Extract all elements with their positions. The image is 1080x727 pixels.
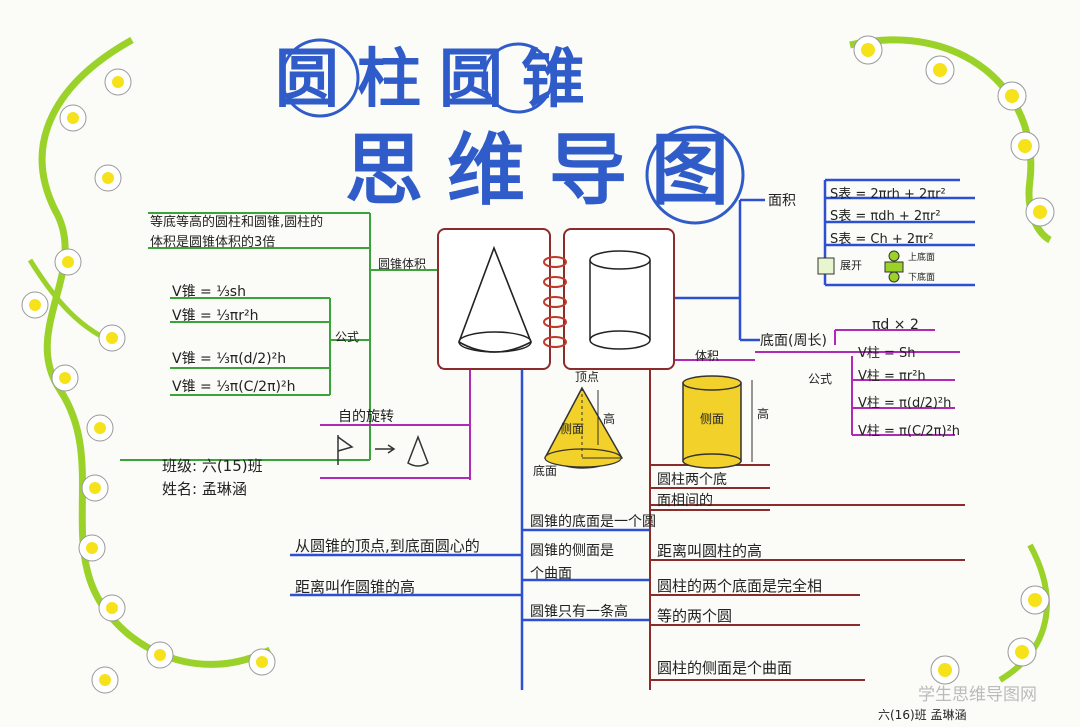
brown-branches [649,365,965,690]
cone-fact-lateral-line2: 个曲面 [530,566,572,582]
cyl-fact-bases-line2: 等的两个圆 [657,607,733,625]
cyl-fact-lateral: 圆柱的侧面是个曲面 [657,659,793,677]
unfold-label: 展开 [840,259,862,272]
title-circle-1 [280,38,360,118]
cone-box [437,228,551,370]
cyl-formula-4: V柱 = π(C/2π)²h [858,424,961,439]
base-perimeter-branch: 底面(周长) [760,333,827,349]
title-circle-3 [645,125,745,225]
page-title-line2: 思维导图 [345,126,754,216]
cone-formula-3: V锥 = ⅓π(d/2)²h [172,351,287,367]
cone-fact-lateral-line1: 圆锥的侧面是 [530,543,614,559]
binder-rings-icon [543,256,567,348]
title-circle-2 [482,42,554,114]
cyl-formula-branch: 公式 [808,372,833,386]
cone-formula-1: V锥 = ⅓sh [172,284,246,300]
cyl-fact-bases-line1: 圆柱的两个底面是完全相 [657,577,823,595]
relation-note-line2: 体积是圆锥体积的3倍 [150,235,276,250]
perimeter-formula: πd × 2 [872,317,919,333]
cone-formula-2: V锥 = ⅓πr²h [172,308,259,324]
unfold-diagram-icon [817,250,904,283]
cyl-fact-height-line1: 圆柱两个底 [657,472,727,488]
cone-formula-branch: 公式 [335,330,360,344]
area-formula-2: S表 = πdh + 2πr² [830,209,941,224]
green-branches [120,212,437,461]
rotation-diagram [337,434,429,467]
cone-volume-branch: 圆锥体积 [378,257,427,271]
cylinder-diagram-icon [682,375,753,469]
cyl-formula-3: V柱 = π(d/2)²h [858,396,952,411]
cyl-formula-2: V柱 = πr²h [858,369,926,384]
page-title-line1: 圆柱圆锥 [275,43,603,117]
cyl-formula-1: V柱 = Sh [858,346,916,361]
cone-icon [458,245,533,353]
area-formula-3: S表 = Ch + 2πr² [830,232,934,247]
cone-height-def-line2: 距离叫作圆锥的高 [295,578,416,596]
cone-lateral-label: 侧面 [560,422,585,436]
cone-fact-height: 圆锥只有一条高 [530,604,628,620]
watermark: 学生思维导图网 [918,685,1037,705]
cone-height-def-line1: 从圆锥的顶点,到底面圆心的 [295,537,480,555]
area-formula-1: S表 = 2πrh + 2πr² [830,187,946,202]
signature: 六(16)班 孟琳涵 [878,708,967,722]
volume-branch: 体积 [695,349,720,363]
flower-icons-right [853,35,1055,685]
cyl-fact-height-line3: 距离叫圆柱的高 [657,542,763,560]
cyl-lateral-label: 侧面 [700,412,725,426]
area-branch: 面积 [768,193,796,209]
unfold-bottom-label: 下底面 [908,273,936,283]
unfold-top-label: 上底面 [908,253,936,263]
cone-formula-4: V锥 = ⅓π(C/2π)²h [172,379,296,395]
cone-apex-label: 顶点 [575,370,600,384]
right-vine-bottom [998,543,1050,683]
cyl-height-label: 高 [757,407,770,421]
cone-height-label: 高 [603,412,616,426]
cone-base-label: 底面 [533,464,558,478]
cone-diagram-icon [543,386,624,469]
flower-icons-left [21,68,276,694]
blue-branches [290,178,975,690]
cone-fact-base: 圆锥的底面是一个圆 [530,514,656,530]
class-label: 班级: 六(15)班 [162,457,263,475]
cylinder-box [563,228,675,370]
rotation-label: 自的旋转 [338,409,394,425]
relation-note-line1: 等底等高的圆柱和圆锥,圆柱的 [150,215,324,230]
name-label: 姓名: 孟琳涵 [162,480,247,498]
cylinder-icon [589,250,651,350]
cyl-fact-height-line2: 面相间的 [657,493,713,509]
